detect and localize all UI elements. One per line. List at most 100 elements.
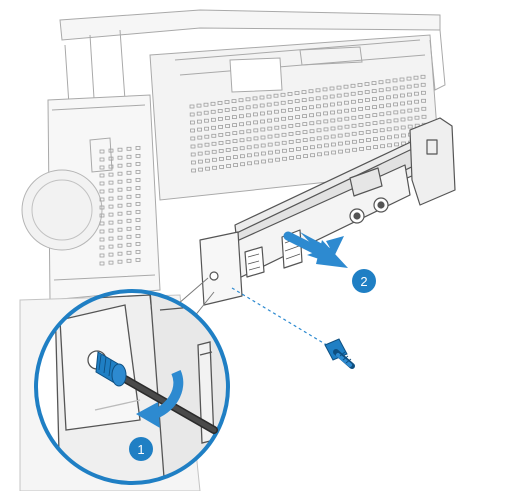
vent-hole (343, 100, 349, 105)
vent-hole (365, 122, 371, 126)
vent-hole (135, 185, 141, 190)
vent-hole (99, 173, 105, 178)
vent-hole (268, 158, 274, 163)
vent-hole (135, 249, 141, 254)
vent-hole (126, 146, 132, 151)
vent-hole (117, 243, 123, 248)
vent-hole (117, 163, 123, 168)
vent-hole (266, 94, 272, 99)
vent-hole (135, 225, 141, 230)
vent-hole (386, 127, 392, 132)
vent-hole (294, 99, 300, 103)
vent-hole (344, 124, 350, 129)
vent-hole (414, 107, 420, 112)
vent-hole (108, 220, 114, 225)
vent-hole (126, 162, 132, 167)
vent-hole (392, 78, 398, 83)
vent-hole (135, 169, 141, 174)
vent-hole (330, 126, 336, 131)
vent-hole (309, 137, 315, 142)
vent-hole (315, 104, 321, 109)
vent-hole (357, 99, 363, 103)
vent-hole (108, 244, 114, 249)
vent-hole (357, 91, 363, 95)
vent-hole (225, 140, 231, 144)
vent-hole (267, 150, 273, 155)
vent-hole (420, 74, 426, 79)
vent-hole (189, 120, 195, 125)
vent-hole (108, 188, 114, 193)
vent-hole (231, 107, 237, 111)
vent-hole (394, 142, 400, 147)
vent-hole (358, 123, 364, 127)
vent-hole (372, 113, 378, 117)
vent-hole (323, 111, 329, 116)
vent-hole (378, 80, 384, 85)
vent-hole (337, 117, 343, 122)
vent-hole (351, 139, 357, 144)
vent-hole (294, 107, 300, 111)
vent-hole (323, 127, 329, 132)
vent-hole (117, 227, 123, 232)
vent-hole (108, 204, 114, 209)
vent-hole (308, 89, 314, 94)
vent-hole (99, 197, 105, 202)
vent-hole (420, 82, 426, 87)
vent-hole (232, 147, 238, 152)
vent-hole (371, 89, 377, 93)
vent-hole (400, 101, 406, 106)
vent-hole (204, 150, 210, 155)
vent-hole (393, 118, 399, 123)
vent-hole (197, 151, 203, 156)
vent-hole (413, 91, 419, 96)
vent-hole (246, 121, 252, 126)
vent-hole (336, 85, 342, 90)
vent-hole (414, 99, 420, 104)
vent-hole (211, 149, 217, 154)
vent-hole (289, 155, 295, 160)
vent-hole (302, 138, 308, 143)
vent-hole (259, 103, 265, 108)
vent-hole (135, 257, 141, 262)
vent-hole (329, 94, 335, 99)
vent-hole (204, 126, 210, 131)
pull-arrow-icon (283, 231, 348, 268)
vent-hole (316, 120, 322, 125)
vent-grille (99, 74, 428, 266)
vent-hole (352, 147, 358, 152)
vent-hole (344, 132, 350, 137)
vent-hole (386, 119, 392, 124)
vent-hole (301, 106, 307, 110)
vent-hole (421, 98, 427, 103)
vent-hole (273, 101, 279, 106)
vent-hole (288, 124, 294, 128)
vent-hole (126, 202, 132, 207)
vent-hole (135, 201, 141, 206)
vent-hole (267, 118, 273, 123)
vent-hole (218, 132, 224, 137)
vent-hole (330, 134, 336, 139)
vent-hole (217, 109, 223, 113)
vent-hole (190, 160, 196, 165)
vent-hole (189, 112, 195, 117)
vent-hole (260, 143, 266, 148)
vent-hole (108, 156, 114, 161)
vent-hole (99, 157, 105, 162)
rotate-arrow-icon (136, 369, 184, 428)
vent-hole (245, 105, 251, 110)
vent-hole (260, 135, 266, 140)
vent-hole (385, 95, 391, 100)
vent-hole (337, 109, 343, 114)
vent-hole (218, 156, 224, 161)
vent-hole (274, 149, 280, 154)
vent-hole (231, 115, 237, 119)
vent-hole (126, 234, 132, 239)
vent-hole (330, 118, 336, 123)
vent-hole (211, 125, 217, 130)
vent-hole (211, 157, 217, 162)
vent-hole (344, 140, 350, 145)
vent-hole (108, 164, 114, 169)
vent-hole (218, 140, 224, 145)
vent-hole (420, 90, 426, 95)
vent-hole (219, 164, 225, 169)
